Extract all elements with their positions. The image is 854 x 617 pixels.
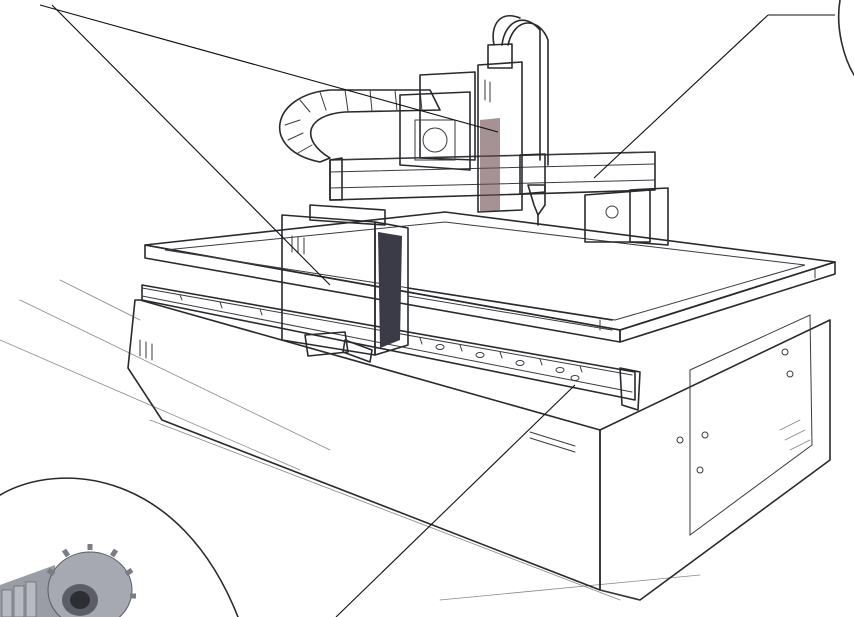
- leader-top-left-a: [39, 4, 499, 133]
- leader-top-right-diag: [593, 14, 769, 179]
- machine-base: [127, 299, 831, 601]
- floor-lines: [0, 279, 701, 601]
- cable-chain: [279, 89, 441, 163]
- z-axis-carriage: [399, 15, 549, 226]
- callout-gear-detail: [0, 477, 239, 617]
- gantry-side-plate: [281, 204, 613, 363]
- leader-top-left-b: [51, 4, 331, 286]
- gear-icon: [0, 544, 136, 617]
- callout-top-right: [837, 0, 854, 76]
- leader-bottom: [335, 384, 576, 617]
- leader-lines: [39, 4, 835, 617]
- machine-table: [144, 211, 836, 343]
